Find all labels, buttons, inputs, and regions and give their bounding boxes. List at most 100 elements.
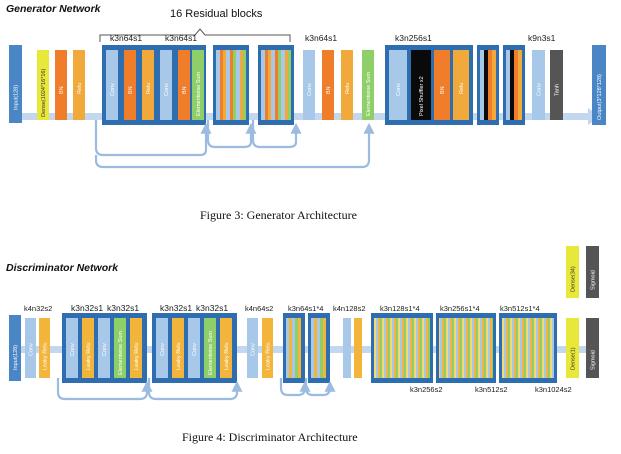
gen-res1-conv-text: Conv bbox=[110, 83, 116, 96]
disc-r1-leaky2-text: Leaky Relu bbox=[134, 342, 140, 370]
gen-tanh bbox=[550, 50, 563, 120]
gen-up1-shuffler-text: Pixel Shuffler x2 bbox=[419, 76, 425, 116]
gen-res1-conv2 bbox=[160, 50, 172, 120]
disc-r1-leaky2 bbox=[130, 318, 142, 378]
disc-label-r1b: k3n32s1 bbox=[107, 303, 139, 313]
gen-mid-relu bbox=[341, 50, 353, 120]
disc-first-leaky-text: Leaky Relu bbox=[43, 342, 49, 370]
disc-mid-leaky-text: Leaky Relu bbox=[266, 342, 272, 370]
disc-r2-conv2-text: Conv bbox=[192, 343, 198, 356]
gen-label-res-second: k3n64s1 bbox=[165, 33, 197, 43]
disc-label-res64: k3n64s1*4 bbox=[288, 304, 323, 313]
gen-label-up: k3n256s1 bbox=[395, 33, 432, 43]
disc-label-down1024: k3n1024s2 bbox=[535, 385, 572, 394]
gen-output-text: Output(3*128*128) bbox=[597, 74, 603, 120]
disc-sigmoid-top-text: Sigmoid bbox=[591, 270, 597, 290]
gen-label-out: k9n3s1 bbox=[528, 33, 556, 43]
disc-first-leaky bbox=[39, 318, 50, 378]
residual-blocks-label: 16 Residual blocks bbox=[170, 8, 263, 20]
generator-title: Generator Network bbox=[6, 3, 102, 15]
gen-relu-text: Relu bbox=[77, 83, 83, 94]
disc-sigmoid-top bbox=[586, 246, 599, 298]
disc-mid2-conv bbox=[343, 318, 351, 378]
disc-label-first: k4n32s2 bbox=[24, 304, 52, 313]
disc-dense1 bbox=[566, 318, 579, 378]
disc-label-res128: k3n128s1*4 bbox=[380, 304, 420, 313]
gen-res1-relu bbox=[142, 50, 154, 120]
gen-res1-sum-text: Elementwise Sum bbox=[196, 72, 202, 116]
gen-output-block bbox=[592, 45, 606, 125]
generator-caption: Figure 3: Generator Architecture bbox=[200, 208, 357, 222]
disc-label-r2a: k3n32s1 bbox=[160, 303, 192, 313]
disc-res512-stripes bbox=[502, 318, 554, 378]
disc-res128-stripes bbox=[374, 318, 430, 378]
gen-mid-conv-text: Conv bbox=[307, 83, 313, 96]
disc-r2-conv bbox=[156, 318, 168, 378]
disc-res64-1-stripes bbox=[286, 318, 301, 378]
disc-dense34 bbox=[566, 246, 579, 298]
gen-dense-block bbox=[37, 50, 49, 120]
gen-label-mid: k3n64s1 bbox=[305, 33, 337, 43]
gen-mid-conv bbox=[303, 50, 315, 120]
disc-r2-leaky2-text: Leaky Relu bbox=[224, 342, 230, 370]
disc-first-conv bbox=[25, 318, 36, 378]
gen-relu-block bbox=[73, 50, 85, 120]
gen-mid-sum bbox=[362, 50, 374, 120]
gen-up1-bn-text: BN bbox=[440, 86, 446, 94]
generator-flow-arrow bbox=[10, 113, 590, 120]
gen-up1-conv bbox=[389, 50, 407, 120]
disc-r1-conv2 bbox=[98, 318, 110, 378]
disc-mid-conv bbox=[247, 318, 258, 378]
gen-res2-stripes bbox=[216, 50, 246, 120]
disc-dense34-text: Dense(34) bbox=[571, 266, 577, 292]
gen-res1-bn2-text: BN bbox=[182, 86, 188, 94]
disc-r1-conv bbox=[66, 318, 78, 378]
gen-mid-bn-text: BN bbox=[326, 86, 332, 94]
disc-label-down512: k3n512s2 bbox=[475, 385, 508, 394]
disc-r1-sum bbox=[114, 318, 126, 378]
gen-skip-connections bbox=[94, 120, 375, 169]
disc-mid2-leaky bbox=[354, 318, 362, 378]
disc-r2-sum bbox=[204, 318, 216, 378]
gen-input-text: Input(128) bbox=[14, 85, 20, 110]
disc-res64-2-stripes bbox=[311, 318, 326, 378]
disc-skip-connections bbox=[56, 378, 336, 401]
disc-mid-conv-text: Conv bbox=[251, 343, 257, 356]
disc-sigmoid-bottom-text: Sigmoid bbox=[591, 350, 597, 370]
gen-up3-stripes bbox=[506, 50, 522, 120]
gen-res1-conv bbox=[106, 50, 118, 120]
disc-r2-leaky2 bbox=[220, 318, 232, 378]
gen-mid-bn bbox=[322, 50, 334, 120]
gen-up1-relu-text: Relu bbox=[459, 83, 465, 94]
disc-res256-stripes bbox=[439, 318, 493, 378]
disc-dense1-text: Dense(1) bbox=[571, 347, 577, 370]
gen-res1-sum bbox=[192, 50, 204, 120]
disc-label-mid1: k4n64s2 bbox=[245, 304, 273, 313]
gen-res1-bn-text: BN bbox=[128, 86, 134, 94]
disc-r1-conv-text: Conv bbox=[70, 343, 76, 356]
disc-r1-conv2-text: Conv bbox=[102, 343, 108, 356]
disc-first-conv-text: Conv bbox=[29, 343, 35, 356]
disc-label-r2b: k3n32s1 bbox=[196, 303, 228, 313]
gen-final-conv bbox=[532, 50, 545, 120]
disc-r2-leaky-text: Leaky Relu bbox=[176, 342, 182, 370]
disc-mid-leaky bbox=[262, 318, 273, 378]
residual-brace bbox=[99, 28, 291, 42]
disc-r2-conv-text: Conv bbox=[160, 343, 166, 356]
gen-res1-relu-text: Relu bbox=[146, 83, 152, 94]
gen-res1-conv2-text: Conv bbox=[164, 83, 170, 96]
disc-sigmoid-bottom bbox=[586, 318, 599, 378]
disc-label-res512: k3n512s1*4 bbox=[500, 304, 540, 313]
disc-r2-sum-text: Elementwise Sum bbox=[208, 331, 214, 375]
gen-res1-bn2 bbox=[178, 50, 190, 120]
gen-up1-conv-text: Conv bbox=[396, 83, 402, 96]
gen-res1-bn bbox=[124, 50, 136, 120]
gen-up2-stripes bbox=[480, 50, 496, 120]
gen-mid-sum-text: Elementwise Sum bbox=[366, 72, 372, 116]
gen-up1-relu bbox=[453, 50, 469, 120]
disc-label-down256: k3n256s2 bbox=[410, 385, 443, 394]
gen-final-conv-text: Conv bbox=[537, 83, 543, 96]
disc-r1-leaky-text: Leaky Relu bbox=[86, 342, 92, 370]
gen-dense-text: Dense(1024*16*16) bbox=[41, 69, 47, 117]
